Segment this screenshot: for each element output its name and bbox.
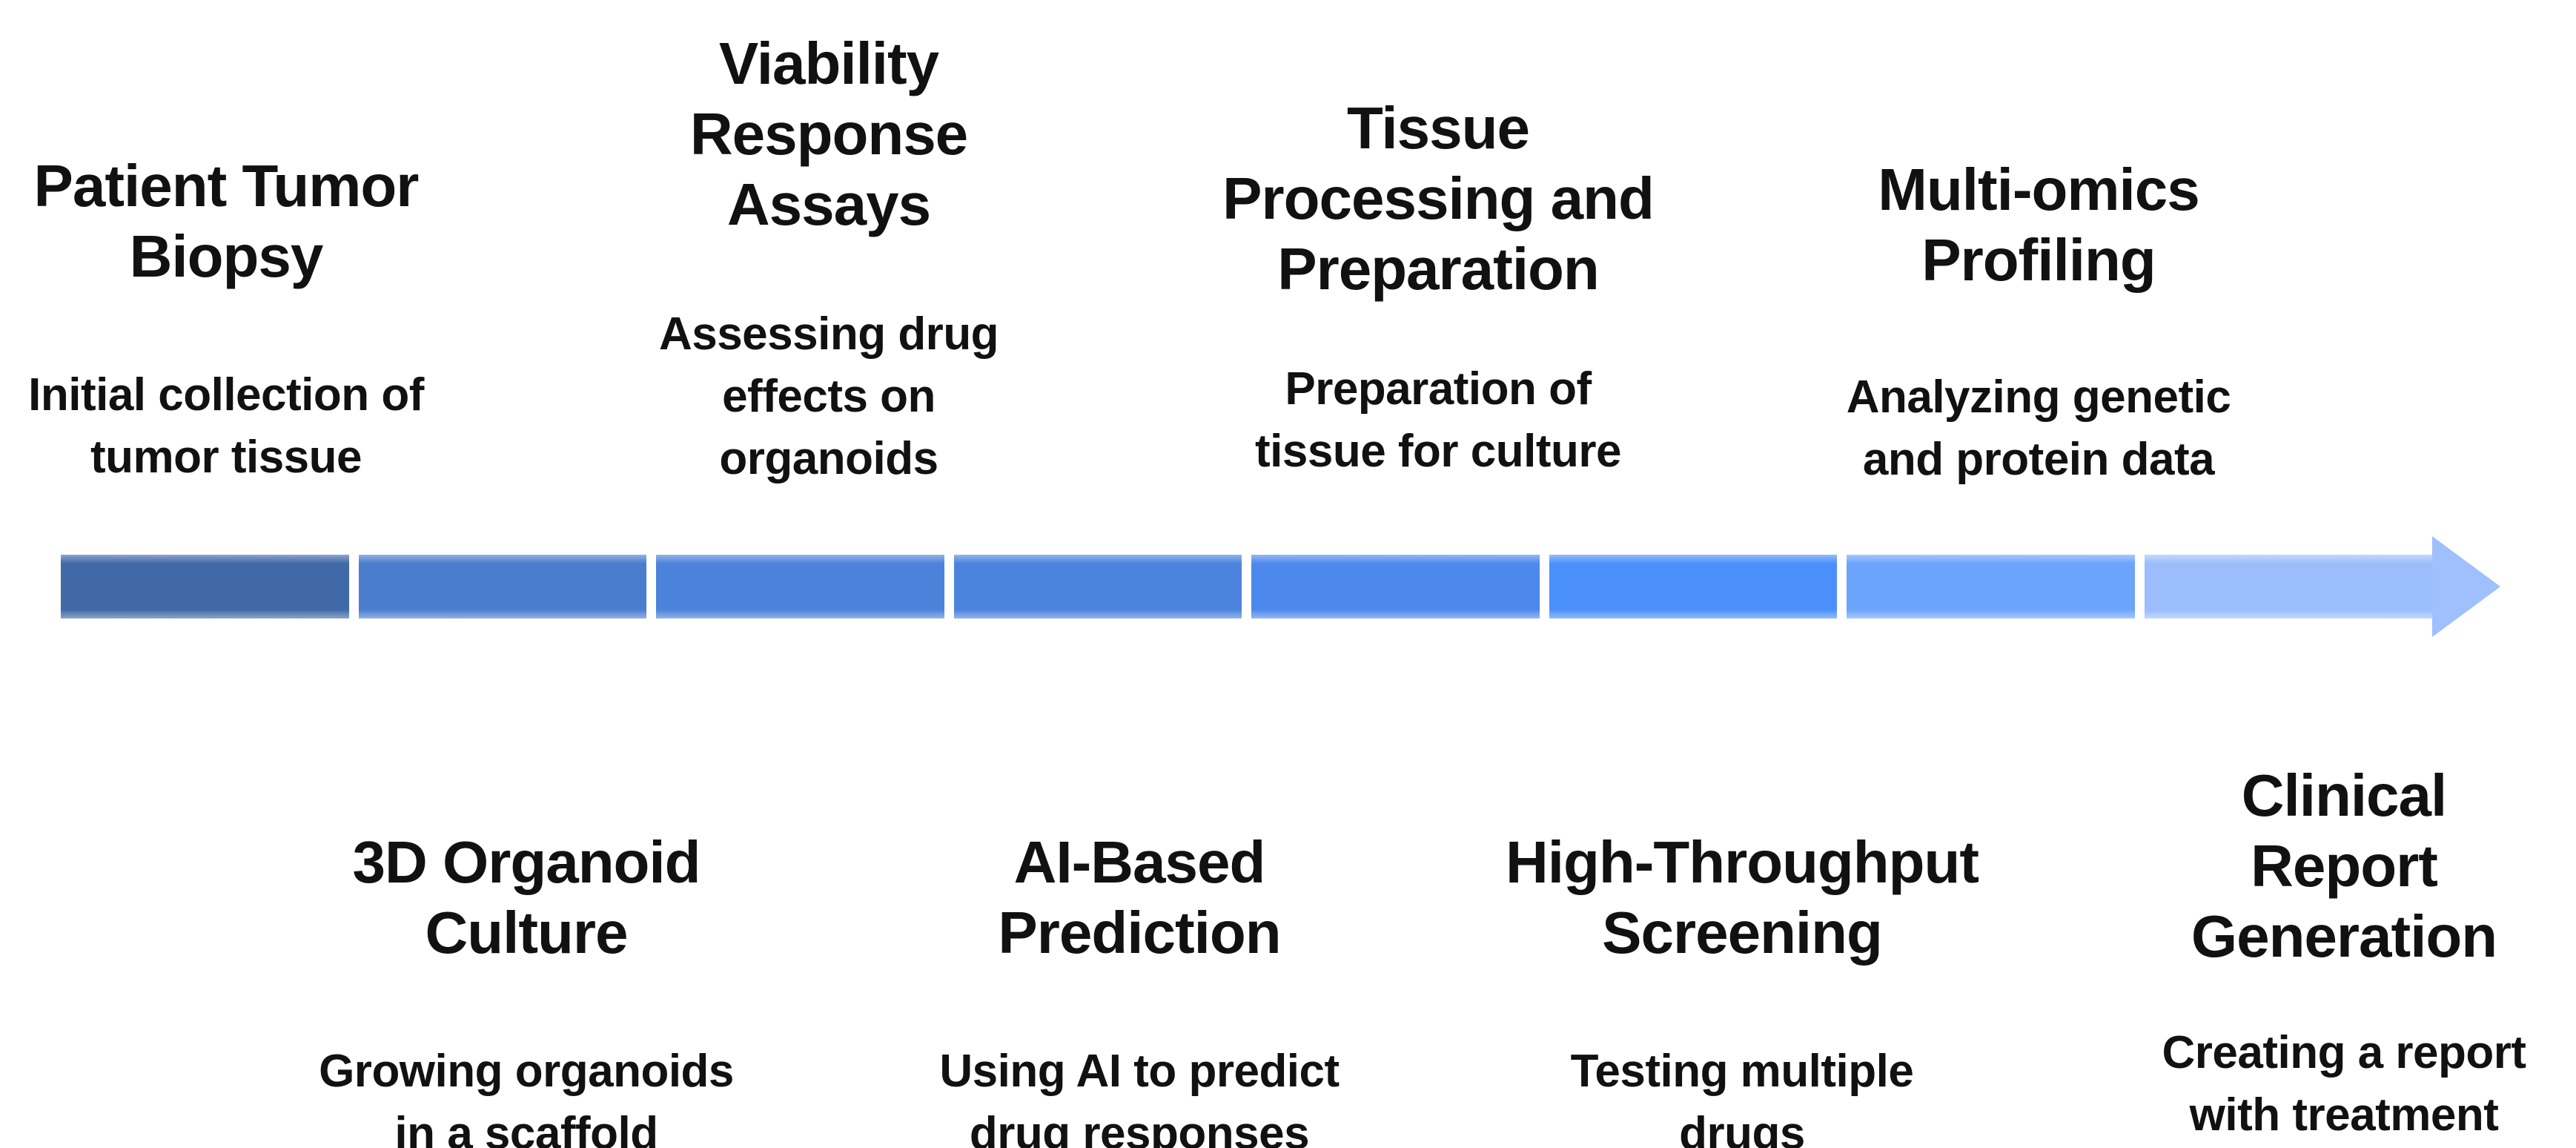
step-patient-tumor-biopsy: Patient Tumor Biopsy Initial collection … <box>28 137 424 502</box>
step-title: Clinical Report Generation <box>2191 762 2497 969</box>
arrow-segment-1 <box>61 555 349 618</box>
step-high-throughput-screening: High-Throughput Screening Testing multip… <box>1506 814 1979 1148</box>
step-tissue-processing-preparation: Tissue Processing and Preparation Prepar… <box>1222 79 1655 496</box>
timeline-arrow <box>61 555 2432 618</box>
step-title: High-Throughput Screening <box>1505 829 1979 966</box>
step-title: Multi-omics Profiling <box>1878 156 2199 293</box>
step-description: Testing multiple drugs <box>1570 1046 1914 1148</box>
step-clinical-report-generation: Clinical Report Generation Creating a re… <box>2149 747 2540 1148</box>
arrow-segment-2 <box>358 555 646 618</box>
step-title: 3D Organoid Culture <box>352 829 701 966</box>
arrow-segment-7 <box>1847 555 2135 618</box>
step-multi-omics-profiling: Multi-omics Profiling Analyzing genetic … <box>1847 141 2231 504</box>
step-title: AI-Based Prediction <box>998 829 1281 966</box>
step-title: Patient Tumor Biopsy <box>33 153 420 289</box>
arrow-segment-5 <box>1251 555 1540 618</box>
step-description: Using AI to predict drug responses <box>939 1046 1340 1148</box>
step-title: Viability Response Assays <box>689 30 968 237</box>
step-description: Growing organoids in a scaffold <box>319 1046 734 1148</box>
step-3d-organoid-culture: 3D Organoid Culture Growing organoids in… <box>319 814 734 1148</box>
step-description: Creating a report with treatment recomme… <box>2162 1027 2526 1141</box>
arrow-segment-3 <box>656 555 944 618</box>
step-title: Tissue Processing and Preparation <box>1222 95 1655 302</box>
arrow-segment-8 <box>2144 555 2432 618</box>
step-description: Analyzing genetic and protein data <box>1846 372 2231 485</box>
arrow-head-icon <box>2432 536 2500 637</box>
step-viability-response-assays: Viability Response Assays Assessing drug… <box>659 15 999 504</box>
step-ai-based-prediction: AI-Based Prediction Using AI to predict … <box>939 814 1340 1148</box>
arrow-segment-6 <box>1549 555 1837 618</box>
step-description: Initial collection of tumor tissue <box>28 369 424 483</box>
arrow-segment-4 <box>953 555 1242 618</box>
step-description: Preparation of tissue for culture <box>1255 363 1621 477</box>
step-description: Assessing drug effects on organoids <box>658 309 999 484</box>
